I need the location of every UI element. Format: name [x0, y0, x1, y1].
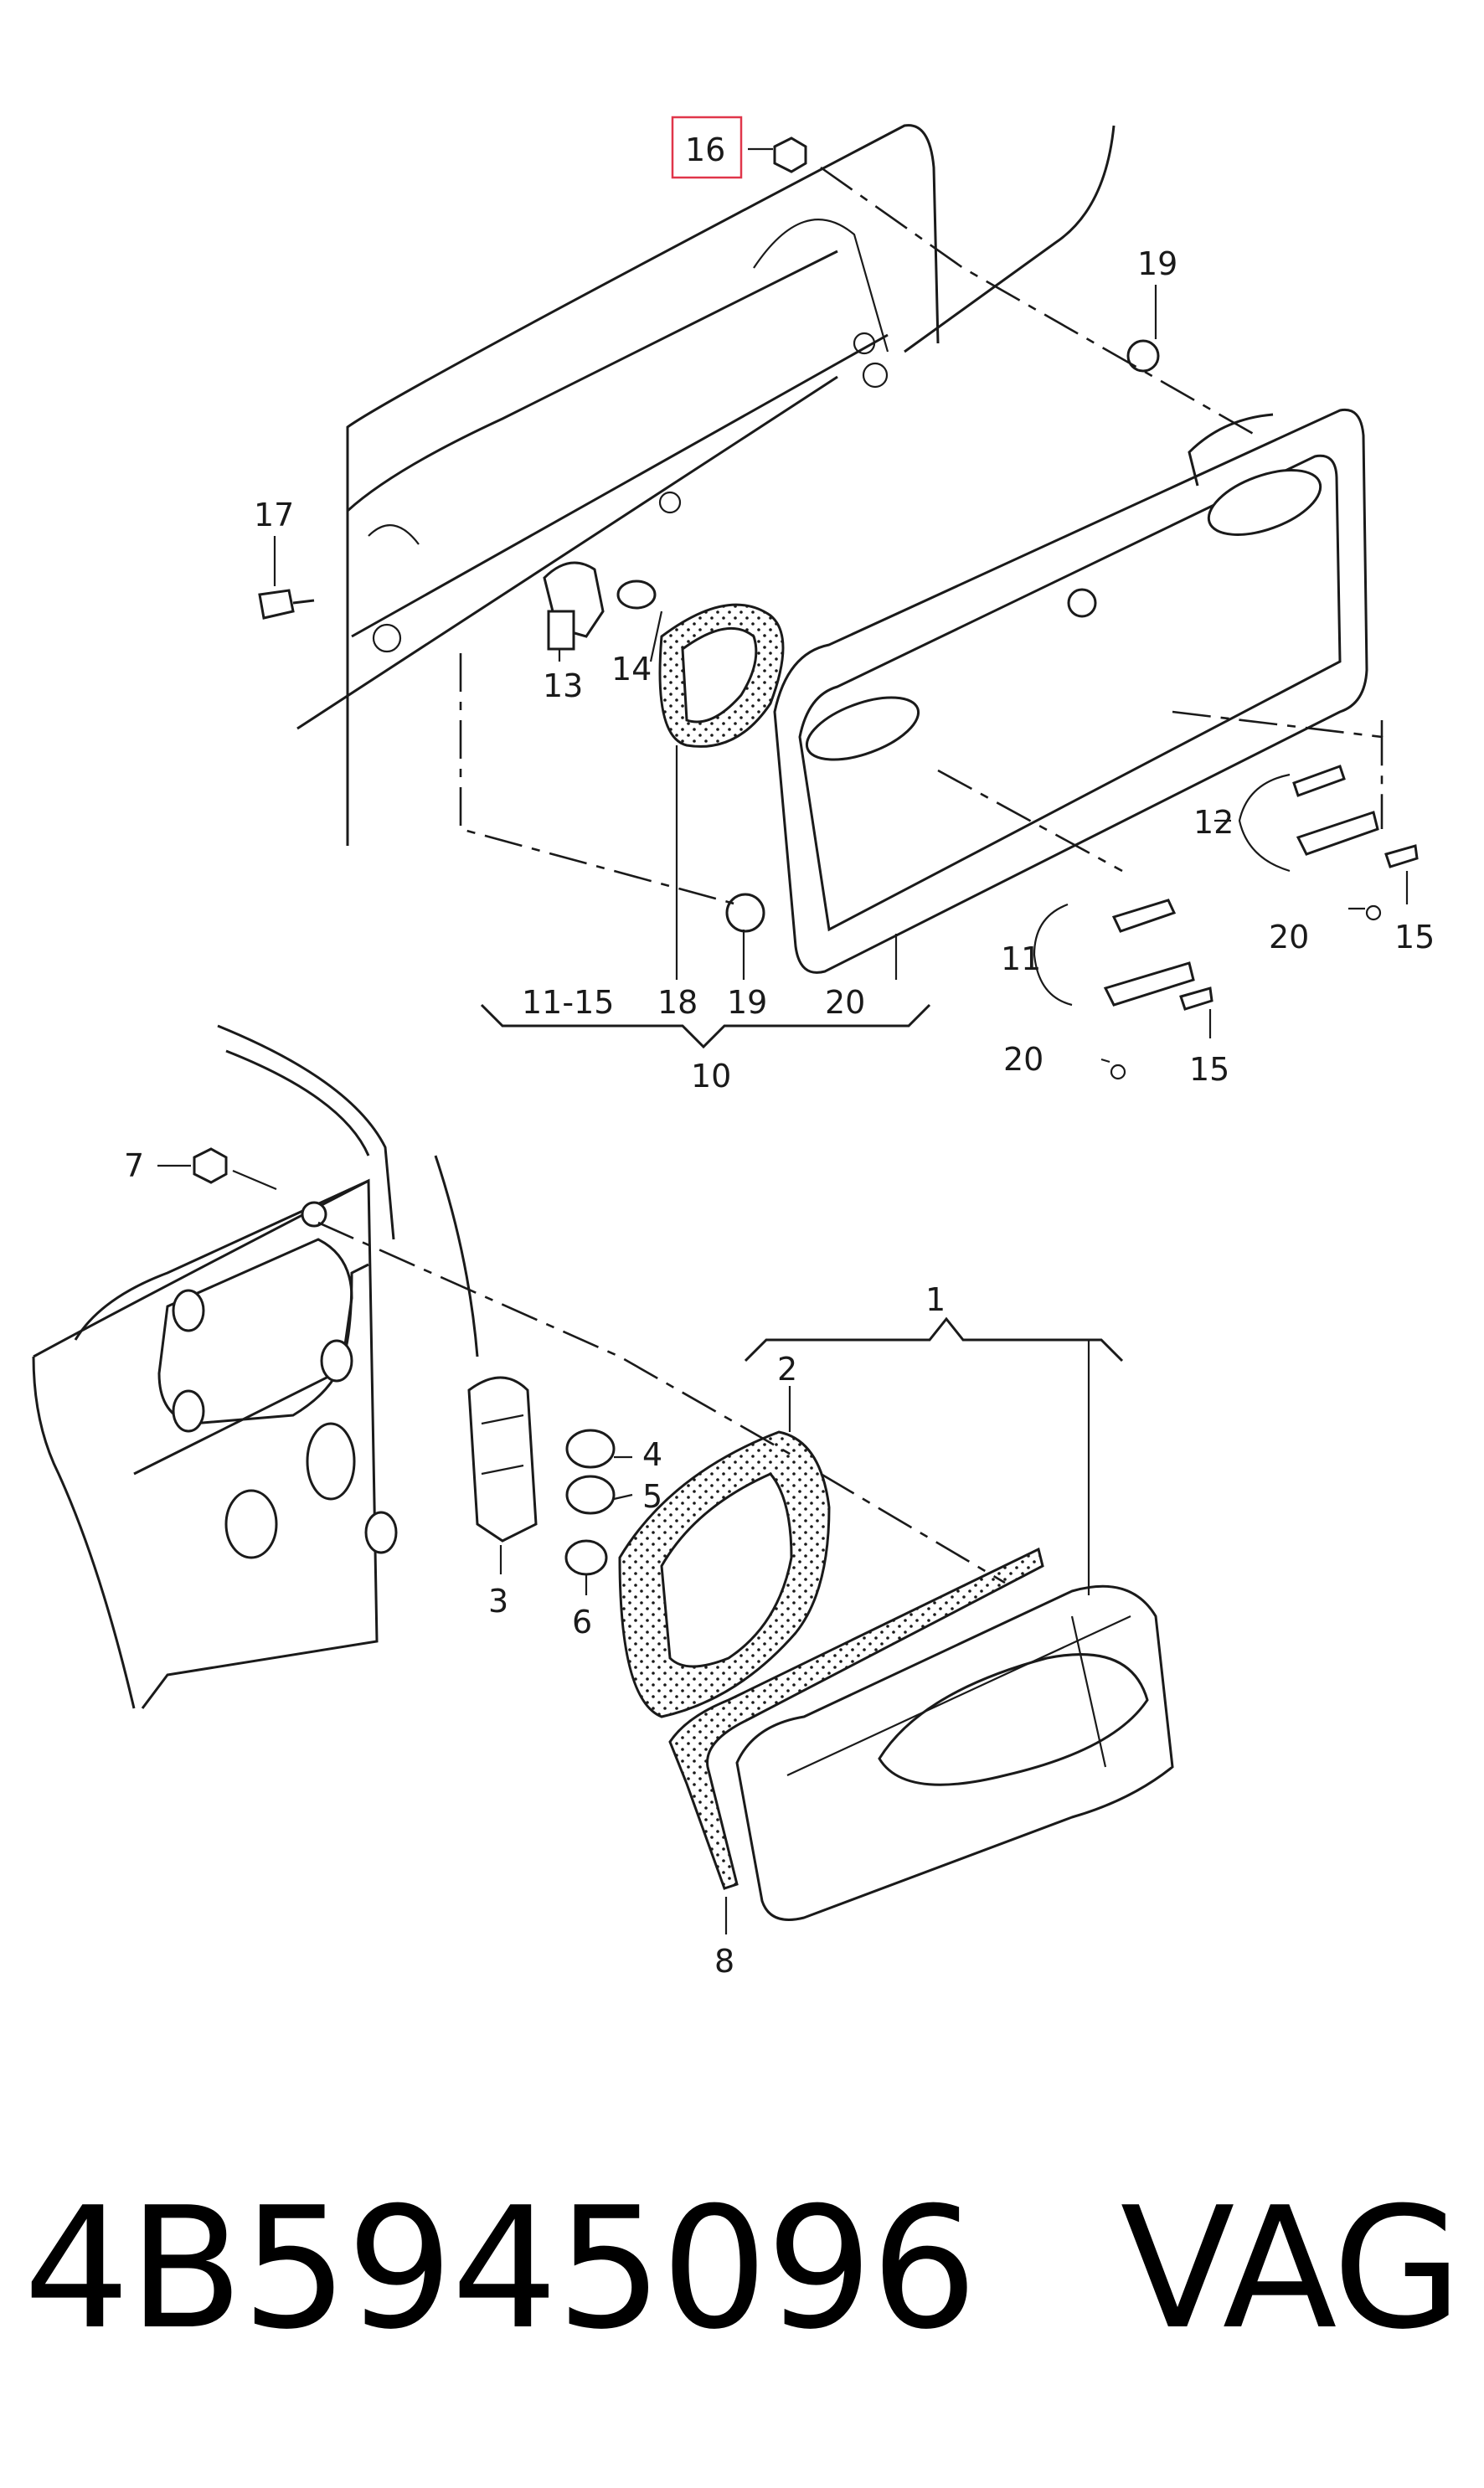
callout-12: 12 [1193, 804, 1234, 841]
callout-13: 13 [543, 667, 583, 704]
gasket-18 [658, 603, 785, 748]
bulb-holder-13 [543, 561, 657, 651]
lamp-12 [1292, 765, 1419, 921]
callout-16: 16 [685, 131, 725, 168]
gasket-2 [618, 1430, 831, 1718]
callout-15: 15 [1394, 919, 1435, 956]
clip-19 [725, 339, 1160, 933]
callout-19: 19 [1137, 245, 1177, 282]
callout-17: 17 [254, 497, 294, 533]
callout-14: 14 [611, 651, 652, 688]
callout-20: 20 [1003, 1041, 1043, 1078]
bolt-17 [258, 589, 315, 620]
nut-7 [193, 1147, 228, 1184]
callout-10: 10 [691, 1058, 731, 1095]
callout-20: 20 [1269, 919, 1309, 956]
callout-4: 4 [642, 1436, 662, 1473]
bulbs [564, 1429, 616, 1576]
group-label-18: 18 [657, 984, 698, 1021]
callout-11: 11 [1001, 940, 1041, 977]
group-label-11-15: 11-15 [522, 984, 614, 1021]
callout-3: 3 [488, 1583, 508, 1620]
tailgate-panel [296, 124, 1116, 846]
group-label-19: 19 [727, 984, 767, 1021]
part-number: 4B5945096 [23, 2171, 977, 2367]
callout-6: 6 [572, 1604, 592, 1641]
nut-16 [773, 137, 807, 173]
part-number-footer: 4B5945096 VAG [23, 2169, 1462, 2370]
highlight-box [671, 116, 743, 179]
callout-2: 2 [777, 1351, 797, 1388]
group-label-20: 20 [825, 984, 865, 1021]
tail-lamp-1 [735, 1584, 1174, 1921]
callout-5: 5 [642, 1478, 662, 1515]
brand-name: VAG [1120, 2171, 1462, 2367]
seal-strip-8 [668, 1547, 1044, 1890]
exploded-parts-diagram: 16 19 17 13 14 12 20 15 11 20 15 11-15 1… [32, 116, 1435, 1980]
callout-7: 7 [124, 1147, 144, 1184]
licence-plate-trim [773, 408, 1368, 974]
callout-8: 8 [714, 1943, 734, 1980]
lamp-11 [1103, 899, 1213, 1080]
callout-15: 15 [1189, 1051, 1229, 1088]
bulb-carrier-3 [467, 1376, 538, 1543]
body-panel [32, 1024, 479, 1709]
callout-1: 1 [925, 1281, 946, 1318]
